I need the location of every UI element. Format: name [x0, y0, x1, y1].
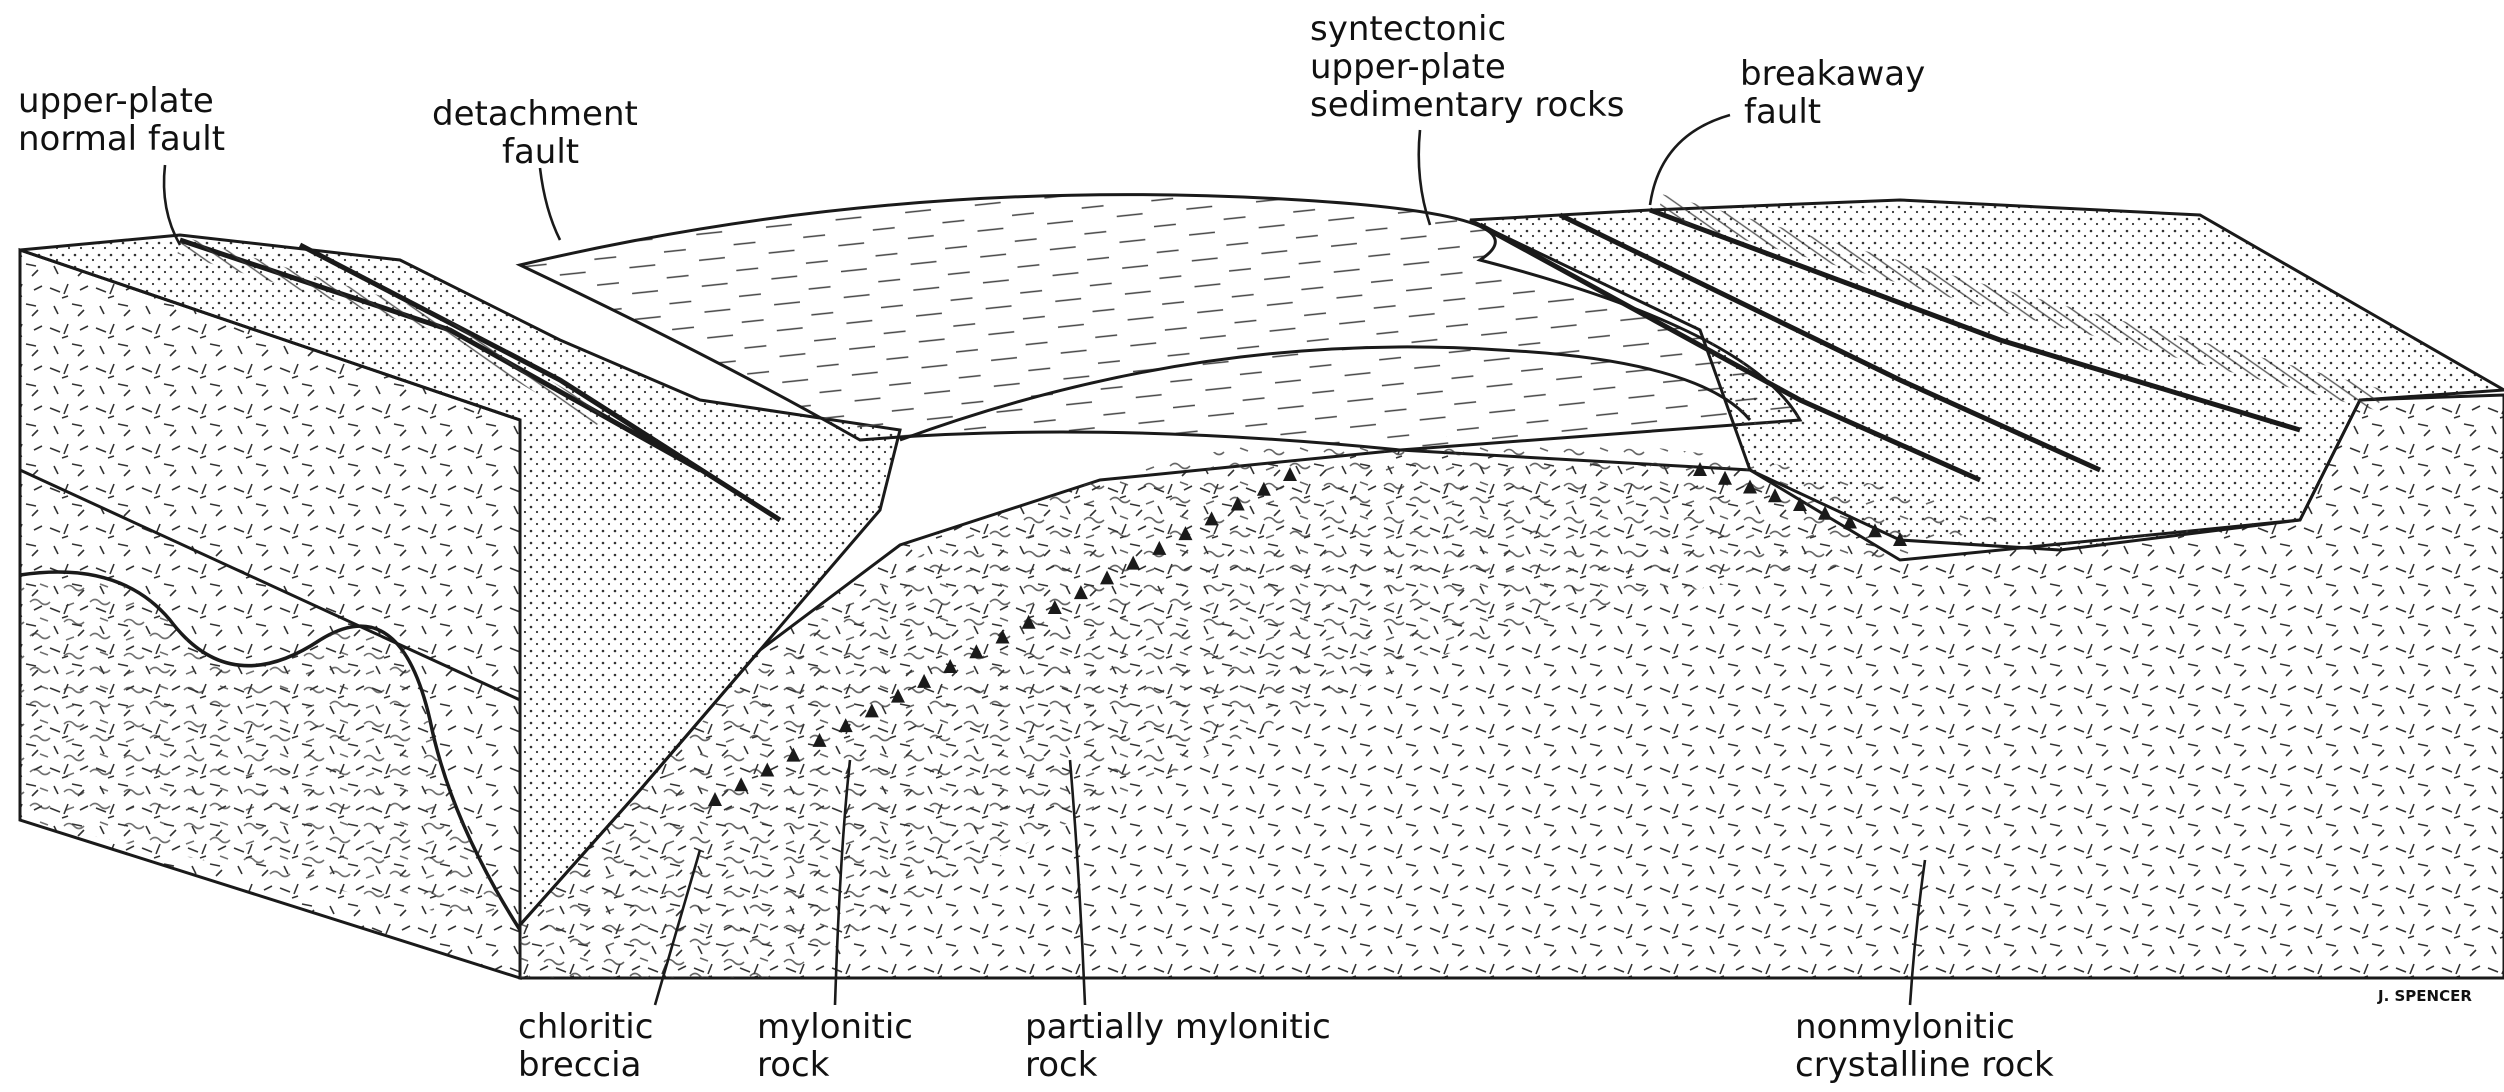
- label-detachment-fault: detachment fault: [432, 95, 638, 171]
- label-line: upper-plate: [1310, 48, 1624, 86]
- label-line: crystalline rock: [1795, 1046, 2054, 1084]
- label-line: fault: [1740, 93, 1925, 131]
- label-upper-plate-normal-fault: upper-plate normal fault: [18, 82, 225, 158]
- label-line: partially mylonitic: [1025, 1008, 1331, 1046]
- label-line: breakaway: [1740, 55, 1925, 93]
- credit-signature: J. SPENCER: [2378, 987, 2472, 1005]
- label-line: fault: [432, 133, 638, 171]
- label-line: detachment: [432, 95, 638, 133]
- label-nonmylonitic-crystalline-rock: nonmylonitic crystalline rock: [1795, 1008, 2054, 1084]
- label-line: syntectonic: [1310, 10, 1624, 48]
- label-line: rock: [1025, 1046, 1331, 1084]
- label-line: rock: [757, 1046, 913, 1084]
- label-line: sedimentary rocks: [1310, 86, 1624, 124]
- label-syntectonic-upper-plate-sedimentary-rocks: syntectonic upper-plate sedimentary rock…: [1310, 10, 1624, 124]
- label-partially-mylonitic-rock: partially mylonitic rock: [1025, 1008, 1331, 1084]
- label-line: upper-plate: [18, 82, 225, 120]
- label-line: mylonitic: [757, 1008, 913, 1046]
- label-line: normal fault: [18, 120, 225, 158]
- label-line: nonmylonitic: [1795, 1008, 2054, 1046]
- label-line: chloritic: [518, 1008, 653, 1046]
- label-line: breccia: [518, 1046, 653, 1084]
- label-mylonitic-rock: mylonitic rock: [757, 1008, 913, 1084]
- label-breakaway-fault: breakaway fault: [1740, 55, 1925, 131]
- label-chloritic-breccia: chloritic breccia: [518, 1008, 653, 1084]
